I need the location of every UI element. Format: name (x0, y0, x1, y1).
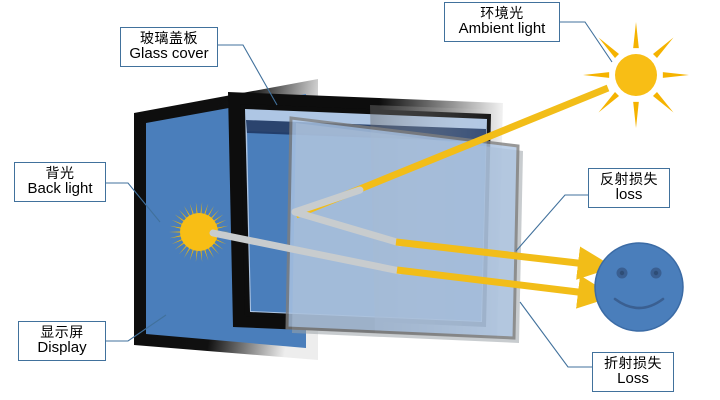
label-reflection-loss-cn: 反射损失 (600, 171, 658, 187)
label-back-light-en: Back light (27, 180, 93, 198)
backlight-ray (209, 229, 404, 275)
label-glass-cover-cn: 玻璃盖板 (140, 30, 198, 46)
leader-ambient-light (560, 21, 613, 63)
label-ambient-light[interactable]: 环境光 Ambient light (444, 2, 560, 43)
leader-refraction-loss (519, 301, 592, 368)
label-refraction-loss-en: Loss (617, 370, 649, 388)
leader-back-light (106, 182, 161, 223)
label-back-light-cn: 背光 (45, 165, 75, 181)
label-display-en: Display (37, 339, 87, 357)
label-glass-cover[interactable]: 玻璃盖板 Glass cover (120, 27, 218, 68)
leader-lines (106, 21, 613, 368)
reflection-loss-ray (395, 238, 615, 280)
label-refraction-loss[interactable]: 折射损失 Loss (592, 352, 674, 393)
glass-cover-panel (285, 116, 523, 343)
label-back-light[interactable]: 背光 Back light (14, 162, 106, 203)
label-refraction-loss-cn: 折射损失 (604, 355, 662, 371)
leader-reflection-loss (515, 194, 588, 252)
leader-display (106, 314, 167, 342)
label-reflection-loss-en: loss (615, 186, 643, 204)
refraction-loss-ray (396, 266, 615, 309)
leader-glass-cover (218, 44, 278, 106)
label-ambient-light-en: Ambient light (458, 20, 546, 38)
label-ambient-light-cn: 环境光 (480, 5, 524, 21)
internal-reflected-ray (291, 186, 404, 247)
observer-face-icon (594, 242, 684, 332)
label-reflection-loss[interactable]: 反射损失 loss (588, 168, 670, 209)
label-display[interactable]: 显示屏 Display (18, 321, 106, 362)
label-glass-cover-en: Glass cover (129, 45, 209, 63)
label-display-cn: 显示屏 (40, 324, 84, 340)
ambient-sun-icon (583, 22, 689, 128)
